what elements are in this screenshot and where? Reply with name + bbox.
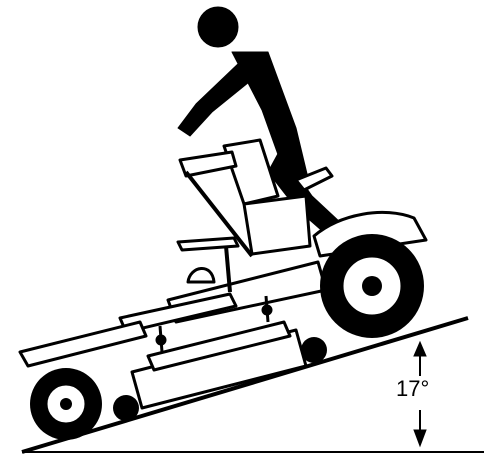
slope-angle-label: 17° bbox=[396, 378, 429, 400]
deck-wheel-rear bbox=[301, 337, 327, 363]
engine-cover bbox=[188, 268, 214, 282]
front-caster-wheel bbox=[30, 368, 102, 440]
deck-wheel-front bbox=[113, 395, 139, 421]
arrow-up-icon bbox=[414, 342, 426, 356]
rear-wheel bbox=[320, 234, 424, 338]
front-frame bbox=[20, 322, 146, 366]
operator-head bbox=[198, 7, 238, 47]
seat-base bbox=[244, 196, 310, 254]
arrow-down-icon bbox=[414, 430, 426, 446]
seat bbox=[224, 140, 278, 204]
